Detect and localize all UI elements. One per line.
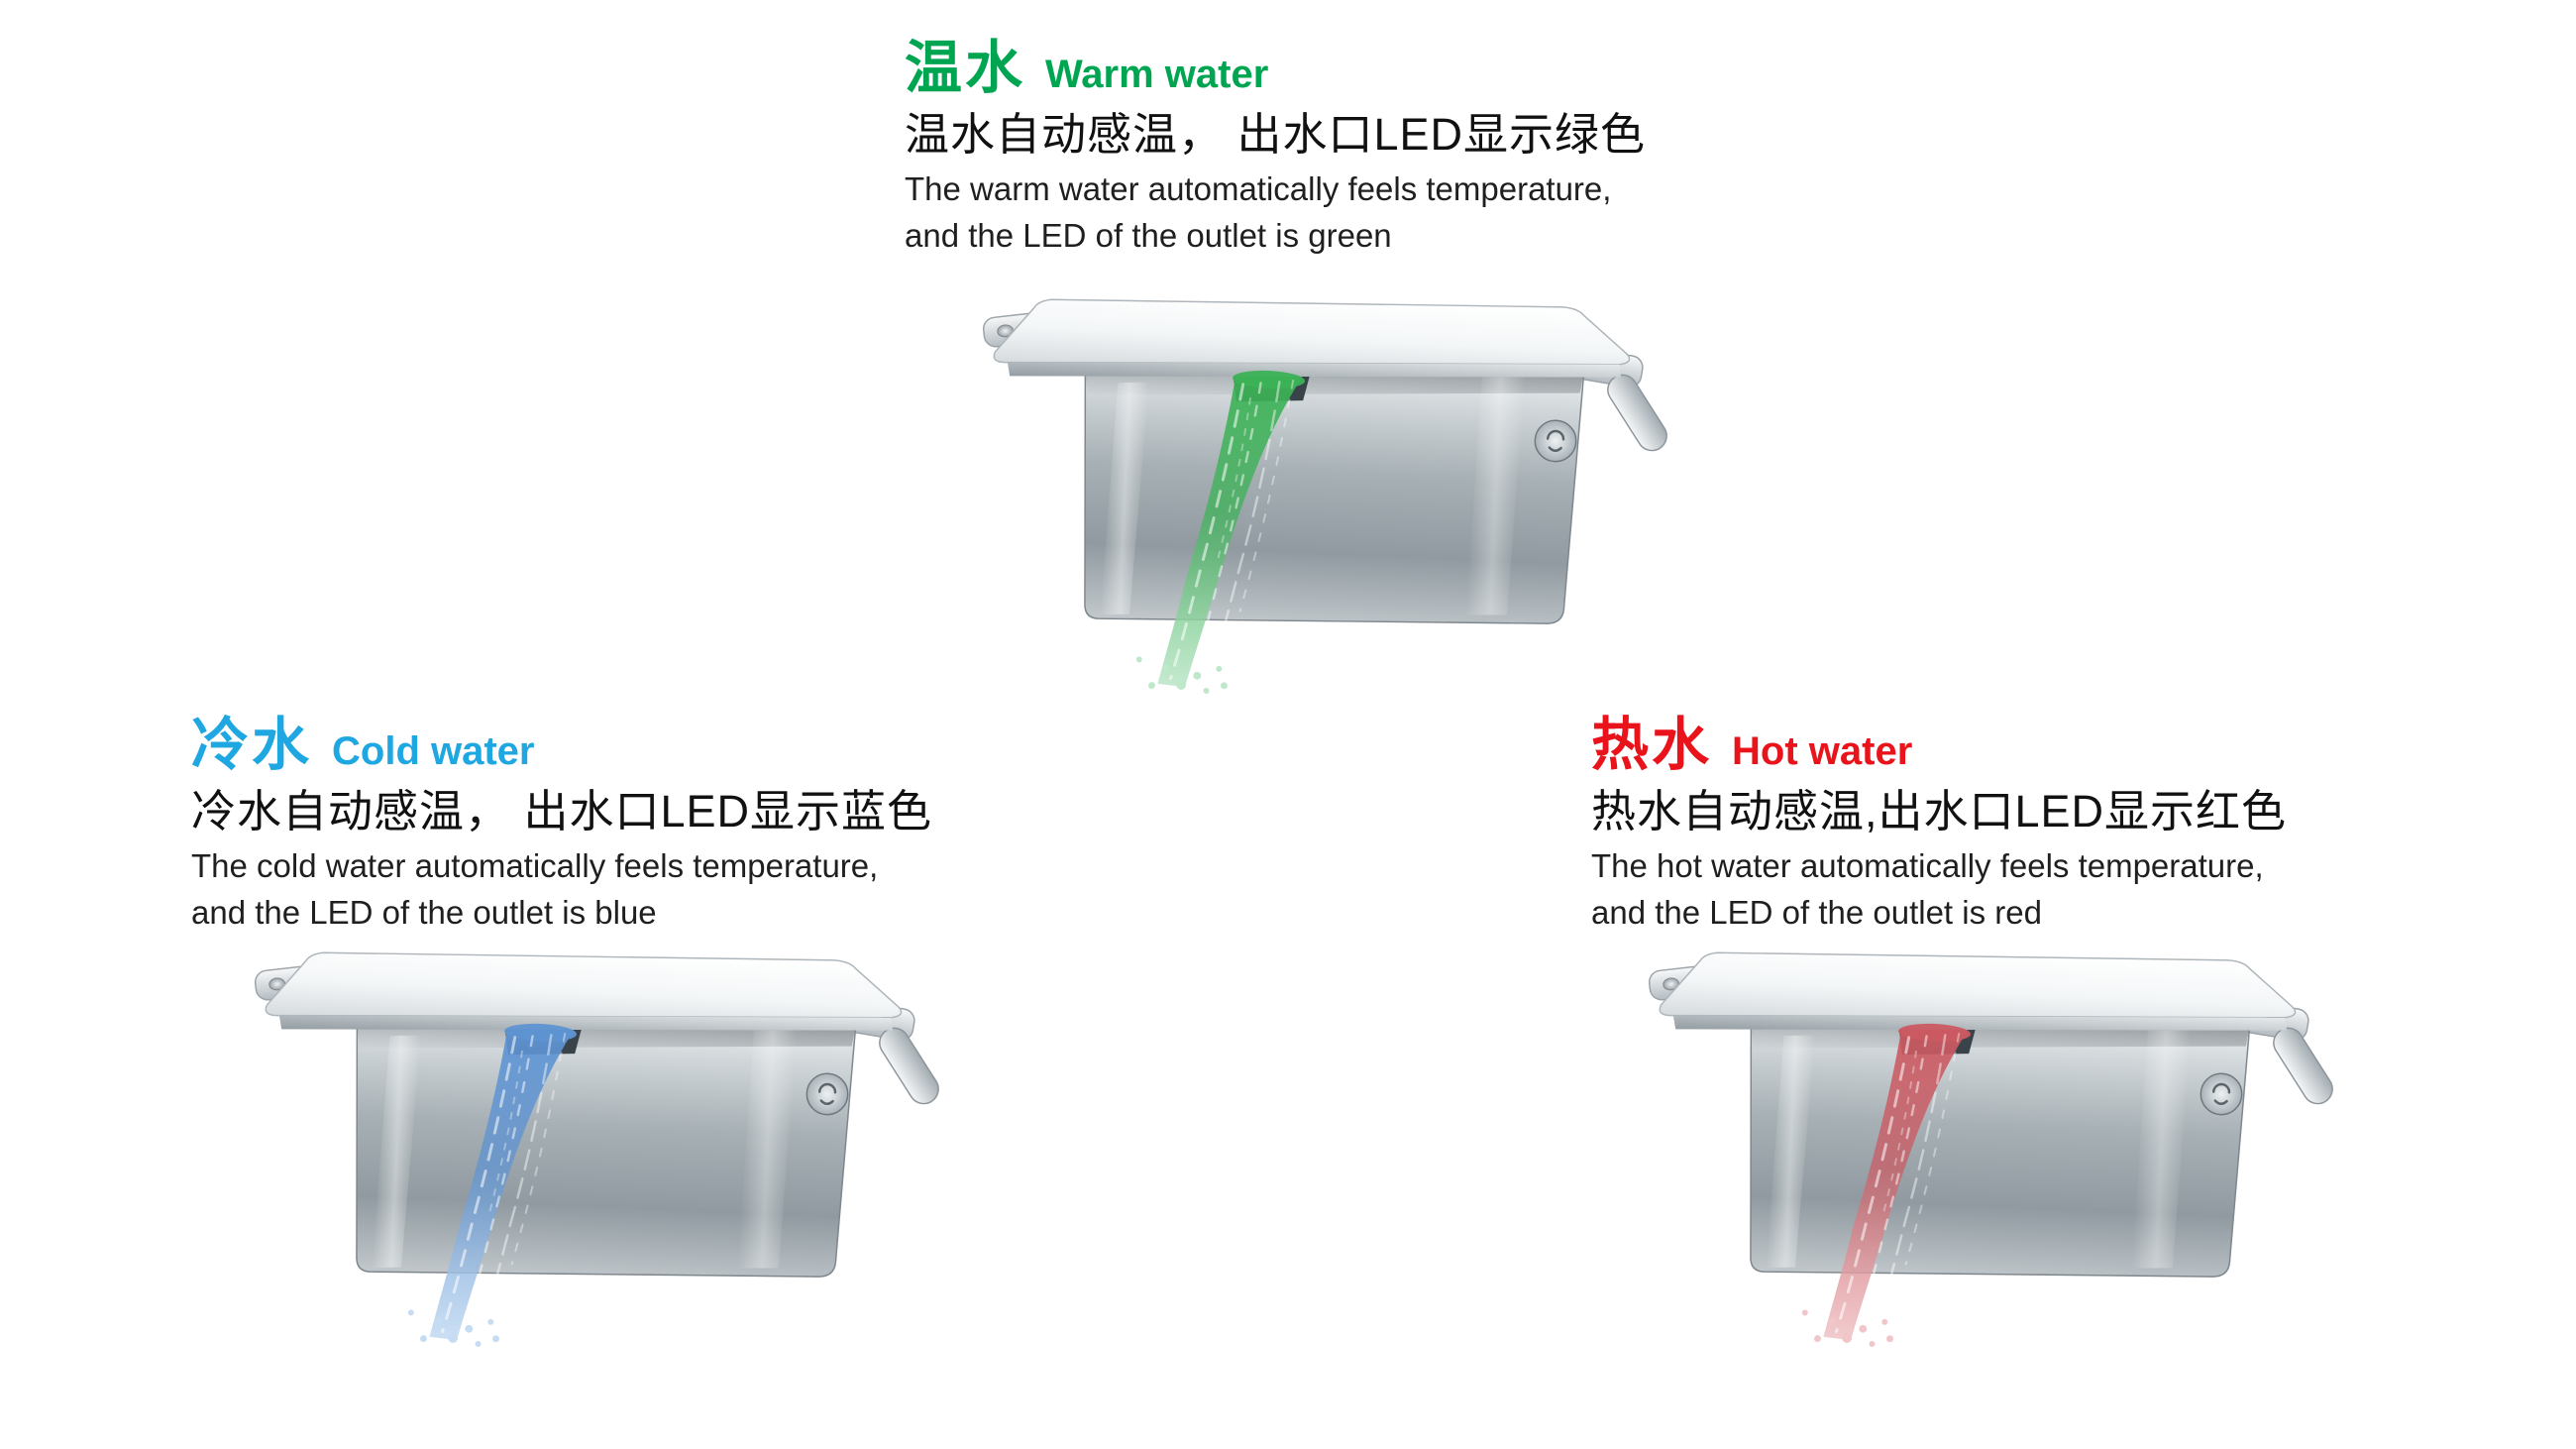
hot-water-title: 热水 Hot water <box>1591 717 2463 774</box>
warm-water-desc-en-line2: and the LED of the outlet is green <box>905 217 1392 255</box>
warm-water-title: 温水 Warm water <box>905 40 1757 97</box>
section-warm-water: 温水 Warm water 温水自动感温， 出水口LED显示绿色 The war… <box>905 40 1757 733</box>
hot-water-desc-en-line2: and the LED of the outlet is red <box>1591 894 2042 932</box>
hot-water-desc-en: The hot water automatically feels temper… <box>1591 843 2463 937</box>
water-droplets <box>407 1309 499 1347</box>
warm-water-title-cn: 温水 <box>905 36 1026 100</box>
warm-water-desc-cn: 温水自动感温， 出水口LED显示绿色 <box>905 109 1647 160</box>
hot-water-desc-en-line1: The hot water automatically feels temper… <box>1591 847 2264 885</box>
water-stream <box>1157 376 1303 688</box>
warm-water-desc-en: The warm water automatically feels tempe… <box>905 167 1757 260</box>
section-cold-water: 冷水 Cold water 冷水自动感温， 出水口LED显示蓝色 The col… <box>191 717 1043 1440</box>
warm-water-desc-en-line1: The warm water automatically feels tempe… <box>905 170 1612 208</box>
water-droplets <box>1135 656 1228 694</box>
water-droplets <box>1801 1309 1893 1347</box>
cold-water-desc-cn: 冷水自动感温， 出水口LED显示蓝色 <box>191 786 933 836</box>
warm-water-title-en: Warm water <box>1045 53 1269 96</box>
hot-water-title-cn: 热水 <box>1591 713 1713 777</box>
cold-water-title-cn: 冷水 <box>191 713 313 777</box>
water-stream <box>429 1029 575 1341</box>
hot-water-title-en: Hot water <box>1732 729 1913 773</box>
led-glow <box>1898 1023 1972 1042</box>
cold-water-title-en: Cold water <box>332 729 535 773</box>
faucet-illustration-hot <box>1590 921 2351 1347</box>
water-stream <box>1823 1029 1969 1341</box>
cold-water-title: 冷水 Cold water <box>191 717 1043 774</box>
hot-water-desc-cn: 热水自动感温,出水口LED显示红色 <box>1591 786 2288 836</box>
led-glow <box>504 1023 578 1042</box>
cold-water-desc-en-line1: The cold water automatically feels tempe… <box>191 847 879 885</box>
cold-water-desc-en: The cold water automatically feels tempe… <box>191 843 1043 937</box>
section-hot-water: 热水 Hot water 热水自动感温,出水口LED显示红色 The hot w… <box>1591 717 2463 1440</box>
cold-water-desc-en-line2: and the LED of the outlet is blue <box>191 894 657 932</box>
faucet-illustration-cold <box>196 921 957 1347</box>
faucet-illustration-warm <box>924 268 1685 694</box>
led-glow <box>1233 370 1306 389</box>
